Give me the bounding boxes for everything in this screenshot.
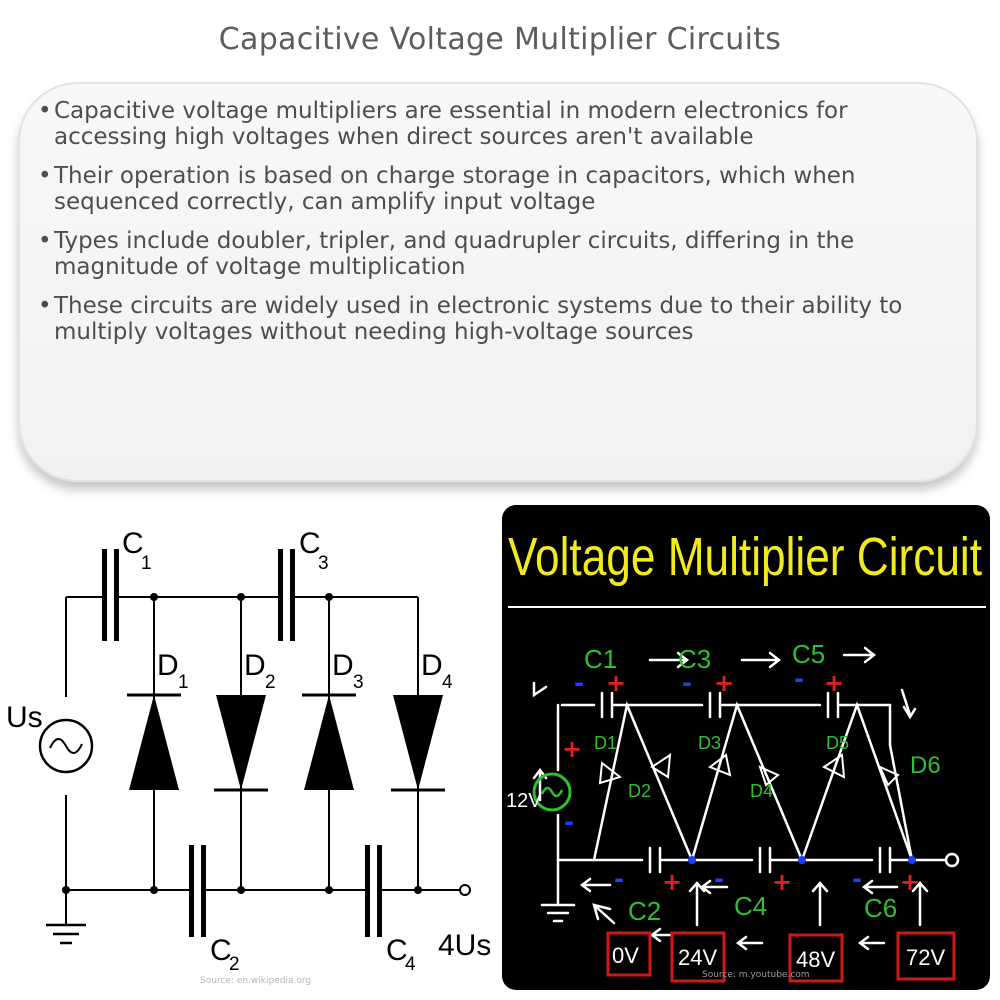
label-c6: C6: [864, 893, 897, 923]
label-c1: C: [122, 527, 144, 560]
voltage-48v: 48V: [796, 947, 835, 972]
svg-text:-: -: [794, 665, 804, 693]
label-d1: D: [157, 649, 179, 682]
label-c5: C5: [792, 639, 825, 669]
quadrupler-schematic: C 1 C 3 C 2 C 4 D 1 D 2 D 3 D 4 Us 4Us S…: [0, 505, 491, 995]
label-output-4us: 4Us: [438, 929, 490, 962]
blackboard-heading: Voltage Multiplier Circuit: [508, 527, 982, 587]
svg-text:-: -: [682, 669, 692, 697]
label-d3-sub: 3: [353, 672, 364, 693]
label-d4: D4: [750, 781, 773, 801]
blackboard-svg: Voltage Multiplier Circuit: [506, 527, 986, 983]
label-c4: C: [386, 934, 408, 967]
bullet-item: Their operation is based on charge stora…: [38, 163, 958, 215]
label-supply-12v: 12V: [506, 790, 542, 812]
label-d4-sub: 4: [442, 672, 453, 693]
label-d6: D6: [910, 752, 941, 779]
label-c4-sub: 4: [405, 954, 416, 975]
label-d2: D2: [628, 781, 651, 801]
blackboard-diagram: Voltage Multiplier Circuit: [502, 505, 990, 990]
label-d1: D1: [594, 733, 617, 753]
svg-text:-: -: [574, 669, 584, 697]
svg-text:+: +: [606, 669, 626, 697]
svg-text:+: +: [900, 868, 920, 896]
voltage-0v: 0V: [612, 943, 639, 968]
svg-text:+: +: [824, 669, 844, 697]
svg-text:-: -: [852, 865, 862, 893]
label-d3: D3: [698, 733, 721, 753]
label-c1-sub: 1: [141, 553, 152, 574]
label-d2-sub: 2: [265, 672, 276, 693]
label-d5: D5: [826, 733, 849, 753]
svg-text:-: -: [564, 808, 574, 836]
bullet-list: Capacitive voltage multipliers are essen…: [38, 98, 958, 358]
label-c1: C1: [584, 644, 617, 674]
label-d4: D: [421, 649, 443, 682]
svg-text:+: +: [772, 868, 792, 896]
svg-text:+: +: [714, 669, 734, 697]
page-title: Capacitive Voltage Multiplier Circuits: [218, 22, 782, 57]
label-c2: C2: [628, 896, 661, 926]
bullet-item: Capacitive voltage multipliers are essen…: [38, 98, 958, 150]
bullet-item: Types include doubler, tripler, and quad…: [38, 228, 958, 280]
label-c3: C: [299, 527, 321, 560]
svg-text:+: +: [662, 868, 682, 896]
label-c3-sub: 3: [318, 553, 329, 574]
schematic-svg: C 1 C 3 C 2 C 4 D 1 D 2 D 3 D 4 Us 4Us S…: [6, 527, 491, 986]
voltage-24v: 24V: [678, 945, 717, 970]
label-d1-sub: 1: [178, 672, 189, 693]
bullet-item: These circuits are widely used in electr…: [38, 293, 958, 345]
label-c4: C4: [734, 891, 767, 921]
svg-text:+: +: [562, 735, 582, 763]
label-c2: C: [210, 934, 232, 967]
left-source-label: Source: en.wikipedia.org: [200, 976, 311, 986]
label-d2: D: [244, 649, 266, 682]
voltage-72v: 72V: [906, 945, 945, 970]
label-input-us: Us: [6, 701, 43, 734]
label-c2-sub: 2: [229, 954, 240, 975]
label-c3: C3: [678, 644, 711, 674]
svg-text:-: -: [714, 865, 724, 893]
label-d3: D: [332, 649, 354, 682]
svg-text:-: -: [614, 865, 624, 893]
right-source-label: Source: m.youtube.com: [702, 970, 810, 980]
